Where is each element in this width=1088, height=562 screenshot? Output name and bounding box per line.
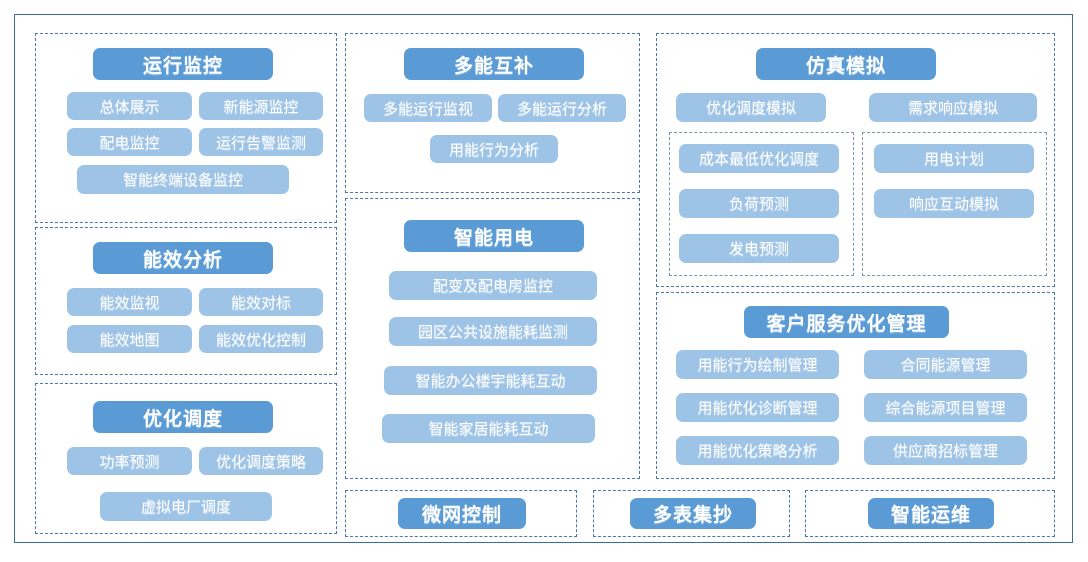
- panel-zhineng-yongdian: 智能用电 配变及配电房监控 园区公共设施能耗监测 智能办公楼宇能耗互动 智能家居…: [345, 198, 640, 479]
- item-zhineng-zhongduan-shebei-jiankong[interactable]: 智能终端设备监控: [77, 165, 289, 194]
- item-duoneng-yunxing-fenxi[interactable]: 多能运行分析: [498, 94, 626, 122]
- panel-header-kehu-fuwu[interactable]: 客户服务优化管理: [744, 306, 949, 338]
- item-nengxiao-ditu[interactable]: 能效地图: [67, 325, 192, 353]
- item-nengxiao-youhua-kongzhi[interactable]: 能效优化控制: [199, 325, 323, 353]
- item-peidian-jiankong[interactable]: 配电监控: [67, 128, 192, 156]
- item-yongneng-youhua-zhenduan-guanli[interactable]: 用能优化诊断管理: [676, 393, 839, 422]
- diagram-frame: 运行监控 总体展示 新能源监控 配电监控 运行告警监测 智能终端设备监控 能效分…: [14, 14, 1073, 543]
- item-xinnengyuan-jiankong[interactable]: 新能源监控: [199, 92, 323, 120]
- item-fadian-yuce[interactable]: 发电预测: [679, 234, 839, 263]
- item-xuni-dianchang-diaodu[interactable]: 虚拟电厂调度: [100, 492, 272, 521]
- panel-duobiao-jichao: 多表集抄: [593, 490, 790, 537]
- item-chengben-zuidi-youhua-diaodu[interactable]: 成本最低优化调度: [679, 144, 839, 173]
- panel-zhineng-yunwei: 智能运维: [805, 490, 1055, 537]
- panel-youhua-diaodu: 优化调度 功率预测 优化调度策略 虚拟电厂调度: [35, 383, 337, 534]
- item-zonghe-nengyuan-xiangmu-guanli[interactable]: 综合能源项目管理: [864, 393, 1027, 422]
- item-yongneng-youhua-celve-fenxi[interactable]: 用能优化策略分析: [676, 436, 839, 465]
- panel-yunxing-jiankong: 运行监控 总体展示 新能源监控 配电监控 运行告警监测 智能终端设备监控: [35, 33, 337, 223]
- panel-kehu-fuwu: 客户服务优化管理 用能行为绘制管理 合同能源管理 用能优化诊断管理 综合能源项目…: [656, 292, 1055, 479]
- item-youhua-diaodu-moni[interactable]: 优化调度模拟: [676, 93, 826, 122]
- item-xuqiu-xiangying-moni[interactable]: 需求响应模拟: [869, 93, 1037, 122]
- panel-header-fangzhen-moni[interactable]: 仿真模拟: [756, 48, 936, 80]
- item-yongdian-jihua[interactable]: 用电计划: [874, 144, 1034, 173]
- item-nengxiao-jianshi[interactable]: 能效监视: [67, 288, 192, 316]
- item-nengxiao-duibiao[interactable]: 能效对标: [199, 288, 323, 316]
- panel-header-duoneng-hubu[interactable]: 多能互补: [404, 48, 584, 80]
- item-zongti-zhanshi[interactable]: 总体展示: [67, 92, 192, 120]
- panel-header-yunxing-jiankong[interactable]: 运行监控: [93, 48, 273, 80]
- panel-header-duobiao-jichao[interactable]: 多表集抄: [630, 498, 756, 529]
- panel-duoneng-hubu: 多能互补 多能运行监视 多能运行分析 用能行为分析: [345, 33, 640, 193]
- item-youhua-diaodu-celve[interactable]: 优化调度策略: [199, 447, 323, 475]
- item-yongneng-xingwei-huizhi-guanli[interactable]: 用能行为绘制管理: [676, 350, 839, 379]
- item-peibian-ji-peidianfang-jiankong[interactable]: 配变及配电房监控: [389, 271, 597, 300]
- item-gonglv-yuce[interactable]: 功率预测: [67, 447, 192, 475]
- panel-header-weiwang-kongzhi[interactable]: 微网控制: [398, 498, 526, 529]
- item-duoneng-yunxing-jianshi[interactable]: 多能运行监视: [364, 94, 492, 122]
- panel-nengxiao-fenxi: 能效分析 能效监视 能效对标 能效地图 能效优化控制: [35, 227, 337, 375]
- item-zhineng-bangong-louyu-nenghao-hudong[interactable]: 智能办公楼宇能耗互动: [384, 366, 597, 395]
- panel-header-nengxiao-fenxi[interactable]: 能效分析: [93, 242, 273, 274]
- subpanel-fangzhen-sub-left: 成本最低优化调度 负荷预测 发电预测: [669, 132, 854, 276]
- panel-header-zhineng-yunwei[interactable]: 智能运维: [868, 498, 994, 529]
- item-yuanqu-gonggong-sheshi-nenghao-jiance[interactable]: 园区公共设施能耗监测: [389, 317, 597, 346]
- item-hetong-nengyuan-guanli[interactable]: 合同能源管理: [864, 350, 1027, 379]
- item-fuhe-yuce[interactable]: 负荷预测: [679, 189, 839, 218]
- panel-weiwang-kongzhi: 微网控制: [345, 490, 577, 537]
- item-yunxing-gaojing-jiance[interactable]: 运行告警监测: [199, 128, 323, 156]
- panel-header-zhineng-yongdian[interactable]: 智能用电: [404, 220, 584, 252]
- panel-fangzhen-moni: 仿真模拟 优化调度模拟 需求响应模拟 成本最低优化调度 负荷预测 发电预测 用电…: [656, 33, 1055, 287]
- subpanel-fangzhen-sub-right: 用电计划 响应互动模拟: [862, 132, 1047, 276]
- item-xiangying-hudong-moni[interactable]: 响应互动模拟: [874, 189, 1034, 218]
- item-yongneng-xingwei-fenxi[interactable]: 用能行为分析: [430, 135, 558, 163]
- item-gongyingshang-zhaobiao-guanli[interactable]: 供应商招标管理: [864, 436, 1027, 465]
- item-zhineng-jiaju-nenghao-hudong[interactable]: 智能家居能耗互动: [382, 414, 595, 443]
- panel-header-youhua-diaodu[interactable]: 优化调度: [93, 401, 273, 433]
